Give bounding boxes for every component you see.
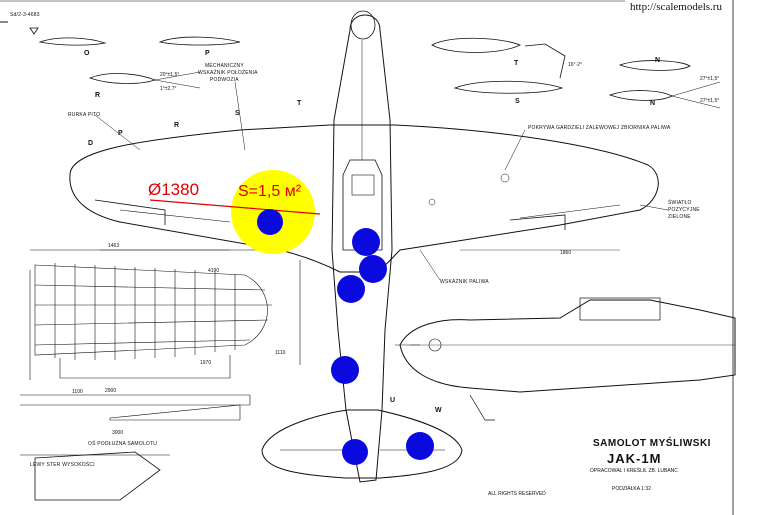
green-light-1: ŚWIATŁO [668,200,692,206]
section-letter-o: O [84,50,90,57]
wing-structure-drawing [20,249,301,421]
pitot-label: RURKA PITO [68,112,101,118]
title-line-1: SAMOLOT MYŚLIWSKI [593,438,711,449]
fuel-cover-label: POKRYWA GARDZIELI ZALEWOWEJ ZBIORNIKA PA… [528,125,671,131]
section-letter-p: P [205,50,210,57]
aileron-section [524,43,566,79]
canopy-outline [342,159,383,251]
rights-label: ALL RIGHTS RESERVED [488,491,546,497]
airfoil-n [618,60,691,71]
markers-group [257,209,434,465]
marker-wing-root-1 [352,228,380,256]
section-letter-r: R [95,92,101,99]
side-view-fuselage [399,299,736,393]
section-letter-w: W [435,407,442,414]
tail-outline [261,409,463,479]
deflect-line-1 [154,71,201,81]
marker-tail-2 [406,432,434,460]
airfoil-t [431,37,521,53]
mech-indicator-2: WSKAŹNIK POŁOŻENIA [198,70,258,76]
marker-tail-1 [342,439,368,465]
marker-wing-root-3 [337,275,365,303]
dim-1860: 1860 [560,250,572,256]
airfoil-p [158,36,241,46]
dim-4190: 4190 [208,268,220,274]
mech-indicator-1: MECHANICZNY [205,63,244,69]
fuel-cap-right [500,173,510,183]
section-letter-t: T [514,60,519,67]
leader-pitot [94,114,141,151]
area-label: S=1,5 м² [238,183,302,200]
watermark-text[interactable]: http://scalemodels.ru [628,1,724,13]
side-exhaust [428,338,442,352]
aileron-line [519,204,621,219]
dim-1463: 1463 [108,243,120,249]
title-line-3: OPRACOWAŁ I KREŚLIŁ ZB. LUBANC [590,468,678,474]
angle-1: 20°±1,5° [160,72,180,78]
section-letter-s2: S [235,110,240,117]
marker-ring-center [257,209,283,235]
deflect-line-4 [671,95,721,109]
triangle-icon [29,27,39,35]
section-letter-n2: N [650,100,656,107]
sheet-code: Sd/2-3-4683 [10,12,40,18]
mech-indicator-3: PODWOZIA [210,77,239,83]
section-letter-d: D [88,140,94,147]
diameter-line [149,199,321,215]
airfoil-o [38,37,107,46]
airfoil-n2 [608,90,673,101]
title-line-2: JAK-1M [607,451,662,466]
left-rudder-label: LEWY STER WYSOKOŚCI [30,462,95,468]
section-letter-n: N [655,57,661,64]
angle-2: 1°±2,7° [160,86,177,92]
leader-mech [234,81,246,151]
dim-3000: 3000 [112,430,124,436]
angle-4: 27°±1,5° [700,76,720,82]
aileron-line-left [119,209,231,223]
section-letter-s: S [515,98,520,105]
angle-3: 16°·2° [568,62,583,68]
airfoil-r [88,73,157,84]
canopy-frame [351,174,375,196]
leader-fuel-gauge [419,249,441,281]
airfoil-s [453,80,564,94]
section-letter-u: U [390,397,396,404]
green-light-3: ZIELONE [668,214,691,220]
dim-2900: 2900 [105,388,117,394]
deflect-line-3 [671,81,721,97]
dim-1100: 1100 [72,389,83,395]
green-light-2: POZYCYJNE [668,207,700,213]
dim-1970: 1970 [200,360,212,366]
flap-lines [94,199,566,230]
side-canopy [579,297,661,321]
side-gear [469,394,495,421]
fuel-gauge-label: WSKAŹNIK PALIWA [440,279,489,285]
leader-fuel-cover [504,129,526,171]
section-letter-r2: R [174,122,180,129]
deflect-line-2 [154,79,201,89]
section-letter-p2: P [118,130,123,137]
fuel-cap-symbol [428,198,436,206]
marker-fuselage [331,356,359,384]
section-letter-t2: T [297,100,302,107]
diameter-label: Ø1380 [148,180,200,199]
scale-label: PODZIAŁKA 1:32 [612,486,651,492]
leader-light [639,204,669,211]
angle-5: 27°±1,5° [700,98,720,104]
rudder-outline [34,451,161,501]
dim-1110: 1110 [275,350,286,356]
marker-wing-root-2 [359,255,387,283]
spinner [350,10,376,40]
fuselage-axis-label: OŚ PODŁUŻNA SAMOLOTU [88,441,158,447]
